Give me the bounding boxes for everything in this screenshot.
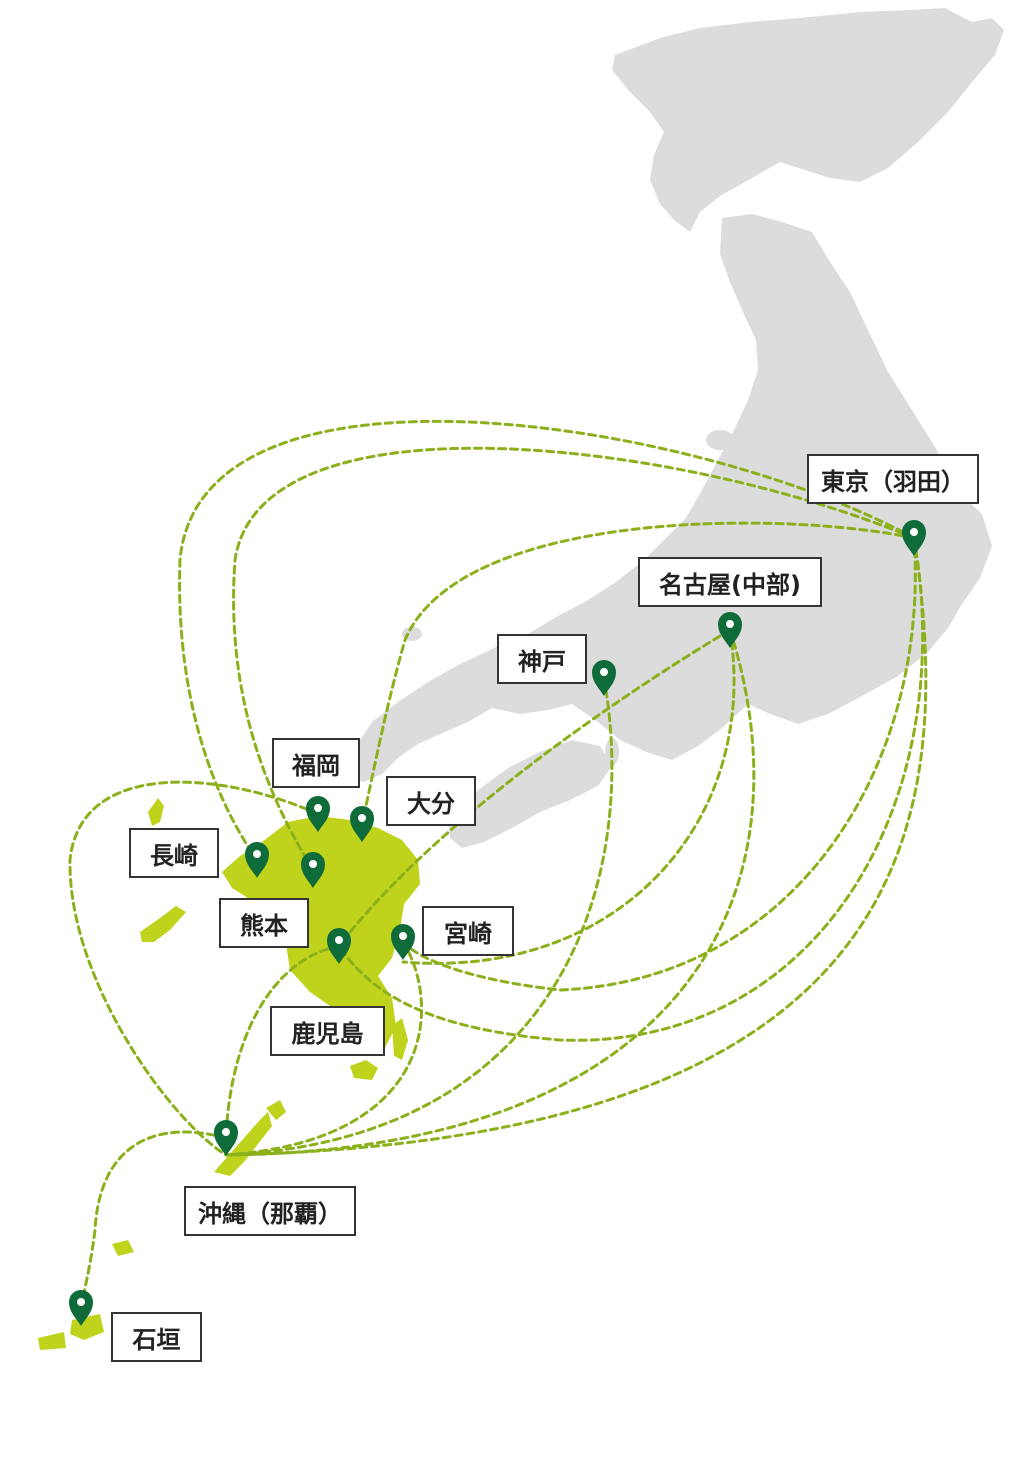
map-pin-fukuoka-icon[interactable] — [306, 796, 330, 832]
map-pin-oita-icon[interactable] — [350, 806, 374, 842]
route-tokyo-kumamoto — [232, 446, 916, 872]
map-pin-body — [592, 660, 616, 696]
ishigaki-island — [70, 1314, 104, 1340]
map-pin-body — [245, 842, 269, 878]
airport-label-oita: 大分 — [386, 776, 476, 826]
airport-label-fukuoka: 福岡 — [272, 738, 360, 788]
hokkaido-landmass — [612, 8, 1004, 232]
airport-label-kumamoto: 熊本 — [219, 898, 309, 948]
route-kagoshima-okinawa — [224, 944, 341, 1140]
route-lines — [68, 419, 928, 1310]
shikoku-landmass — [448, 740, 612, 848]
map-pin-dot — [253, 850, 261, 858]
airport-pins — [69, 520, 926, 1326]
map-pin-kobe-icon[interactable] — [592, 660, 616, 696]
iriomote-island — [38, 1332, 66, 1350]
kyushu-okinawa-landmass — [38, 798, 420, 1350]
route-fukuoka-okinawa — [68, 780, 320, 1157]
map-pin-dot — [399, 932, 407, 940]
map-pin-body — [69, 1290, 93, 1326]
airport-label-nagasaki: 長崎 — [129, 828, 219, 878]
route-nagoya-kagoshima — [337, 628, 732, 948]
map-pin-body — [718, 612, 742, 648]
map-pin-okinawa-icon[interactable] — [214, 1120, 238, 1156]
route-miyazaki-okinawa — [224, 940, 424, 1157]
airport-label-tokyo: 東京（羽田） — [807, 454, 979, 504]
airport-label-ishigaki: 石垣 — [111, 1312, 202, 1362]
map-pin-kagoshima-icon[interactable] — [327, 928, 351, 964]
map-pin-body — [301, 852, 325, 888]
map-pin-kumamoto-icon[interactable] — [301, 852, 325, 888]
map-pin-body — [214, 1120, 238, 1156]
yakushima-island — [350, 1060, 378, 1080]
tsushima-island — [148, 798, 164, 826]
map-pin-dot — [358, 814, 366, 822]
okinawa-main-island — [214, 1112, 272, 1176]
goto-islands — [140, 906, 186, 942]
map-pin-body — [391, 924, 415, 960]
map-pin-nagasaki-icon[interactable] — [245, 842, 269, 878]
airport-label-nagoya: 名古屋(中部) — [638, 557, 822, 607]
map-pin-dot — [600, 668, 608, 676]
route-tokyo-oita — [360, 521, 916, 826]
route-tokyo-kagoshima — [337, 536, 925, 1042]
japan-mainland-landmass — [344, 8, 1004, 848]
route-tokyo-okinawa — [224, 536, 928, 1157]
route-nagoya-okinawa — [224, 628, 756, 1157]
honshu-landmass — [344, 214, 992, 782]
map-pin-dot — [77, 1298, 85, 1306]
tanegashima-island — [392, 1018, 408, 1060]
kyushu-landmass — [222, 816, 420, 1050]
map-pin-dot — [335, 936, 343, 944]
map-pin-dot — [910, 528, 918, 536]
map-pin-nagoya-icon[interactable] — [718, 612, 742, 648]
airport-label-kobe: 神戸 — [497, 634, 587, 684]
route-tokyo-nagasaki — [178, 419, 916, 862]
miyako-island — [112, 1240, 134, 1256]
route-okinawa-ishigaki — [79, 1130, 228, 1310]
sado-island — [706, 430, 734, 450]
airport-label-kagoshima: 鹿児島 — [270, 1006, 385, 1056]
map-pin-ishigaki-icon[interactable] — [69, 1290, 93, 1326]
route-nagoya-miyazaki — [401, 628, 736, 965]
amami-island — [266, 1100, 286, 1120]
map-pin-body — [306, 796, 330, 832]
map-pin-body — [902, 520, 926, 556]
map-pin-dot — [309, 860, 317, 868]
map-pin-body — [327, 928, 351, 964]
airport-label-okinawa: 沖縄（那覇） — [184, 1186, 356, 1236]
map-pin-dot — [222, 1128, 230, 1136]
map-pin-miyazaki-icon[interactable] — [391, 924, 415, 960]
map-pin-tokyo-icon[interactable] — [902, 520, 926, 556]
route-kobe-okinawa — [224, 676, 614, 1157]
route-tokyo-miyazaki — [401, 536, 917, 992]
airport-label-miyazaki: 宮崎 — [422, 906, 514, 956]
map-pin-dot — [726, 620, 734, 628]
map-pin-dot — [314, 804, 322, 812]
map-pin-body — [350, 806, 374, 842]
